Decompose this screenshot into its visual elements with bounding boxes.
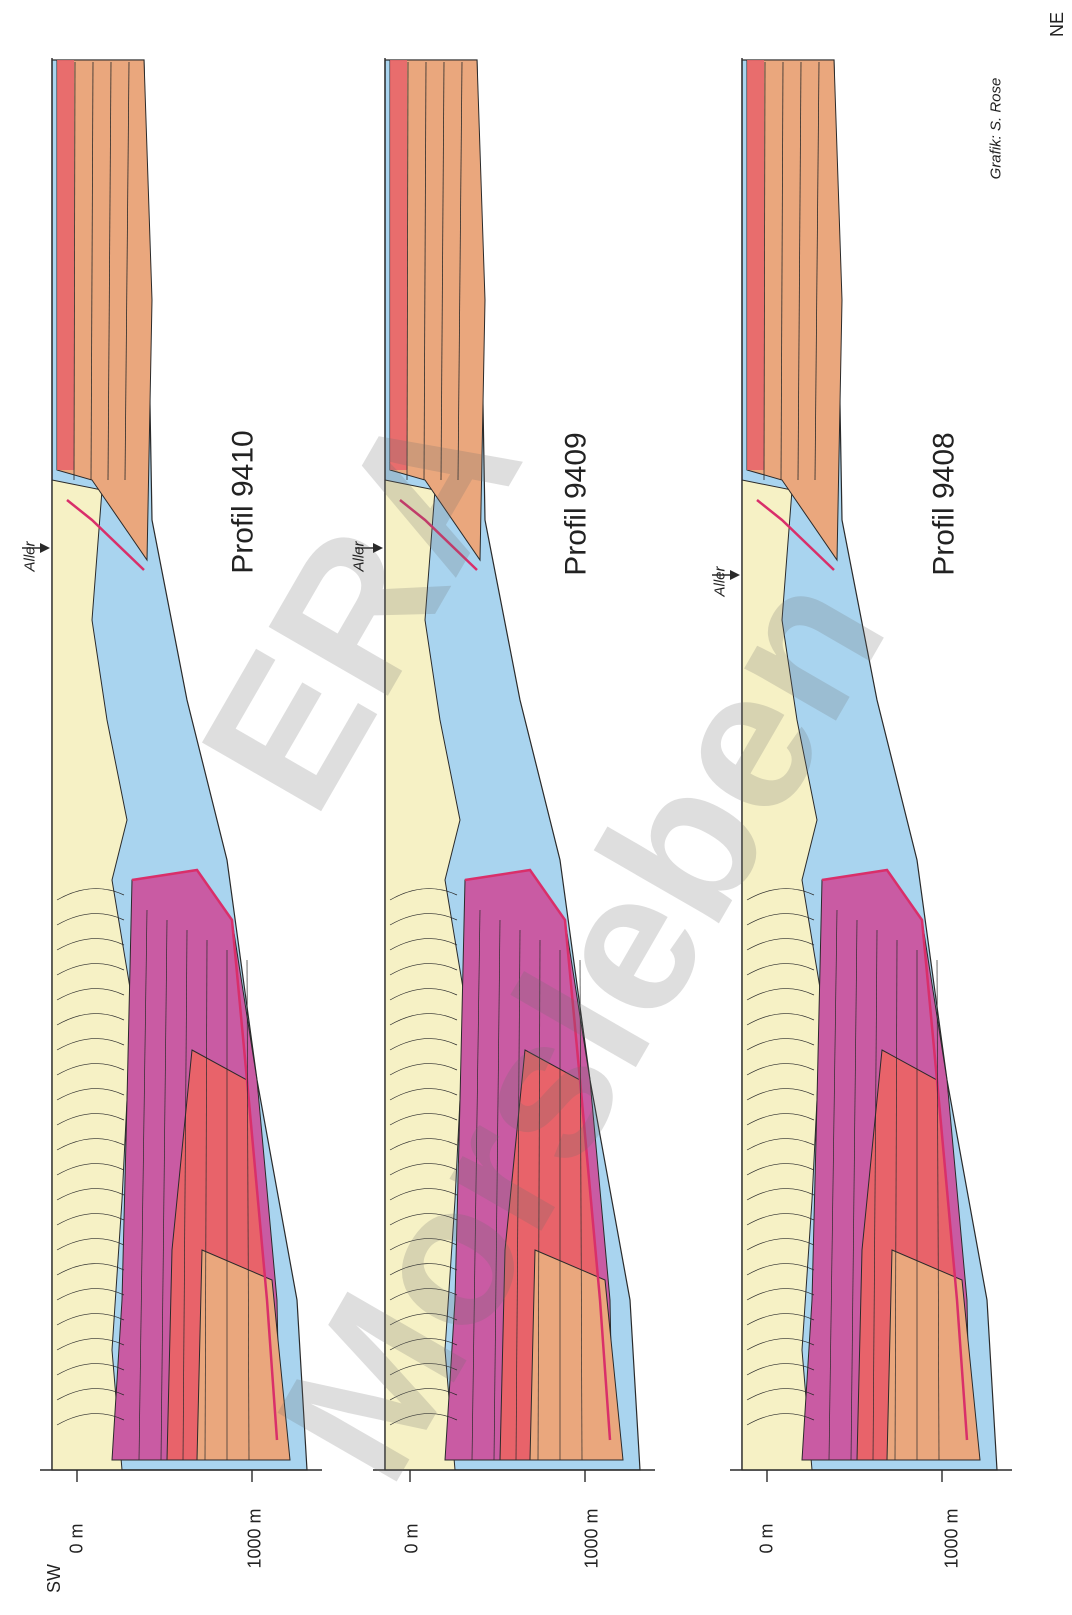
depth-tick-0m-p2: 0 m <box>402 1523 423 1553</box>
profile-title-p2: Profil 9409 <box>560 432 594 575</box>
river-label-p3: Aller <box>712 566 729 596</box>
aller-arrowhead <box>40 543 50 553</box>
river-label-p2: Aller <box>351 541 368 571</box>
depth-tick-1000m-p3: 1000 m <box>942 1508 963 1568</box>
profile-title-p3: Profil 9408 <box>928 432 962 575</box>
river-label-p1: Aller <box>22 541 39 571</box>
depth-tick-1000m-p2: 1000 m <box>582 1508 603 1568</box>
depth-tick-0m-p1: 0 m <box>67 1523 88 1553</box>
credit-text: Grafik: S. Rose <box>987 78 1004 180</box>
depth-tick-1000m-p1: 1000 m <box>245 1508 266 1568</box>
orientation-ne: NE <box>1047 12 1068 37</box>
depth-tick-0m-p3: 0 m <box>757 1523 778 1553</box>
red-upper-band <box>57 60 74 470</box>
orientation-sw: SW <box>44 1564 65 1593</box>
red-upper-band <box>747 60 764 470</box>
profile-title-p1: Profil 9410 <box>227 430 261 573</box>
